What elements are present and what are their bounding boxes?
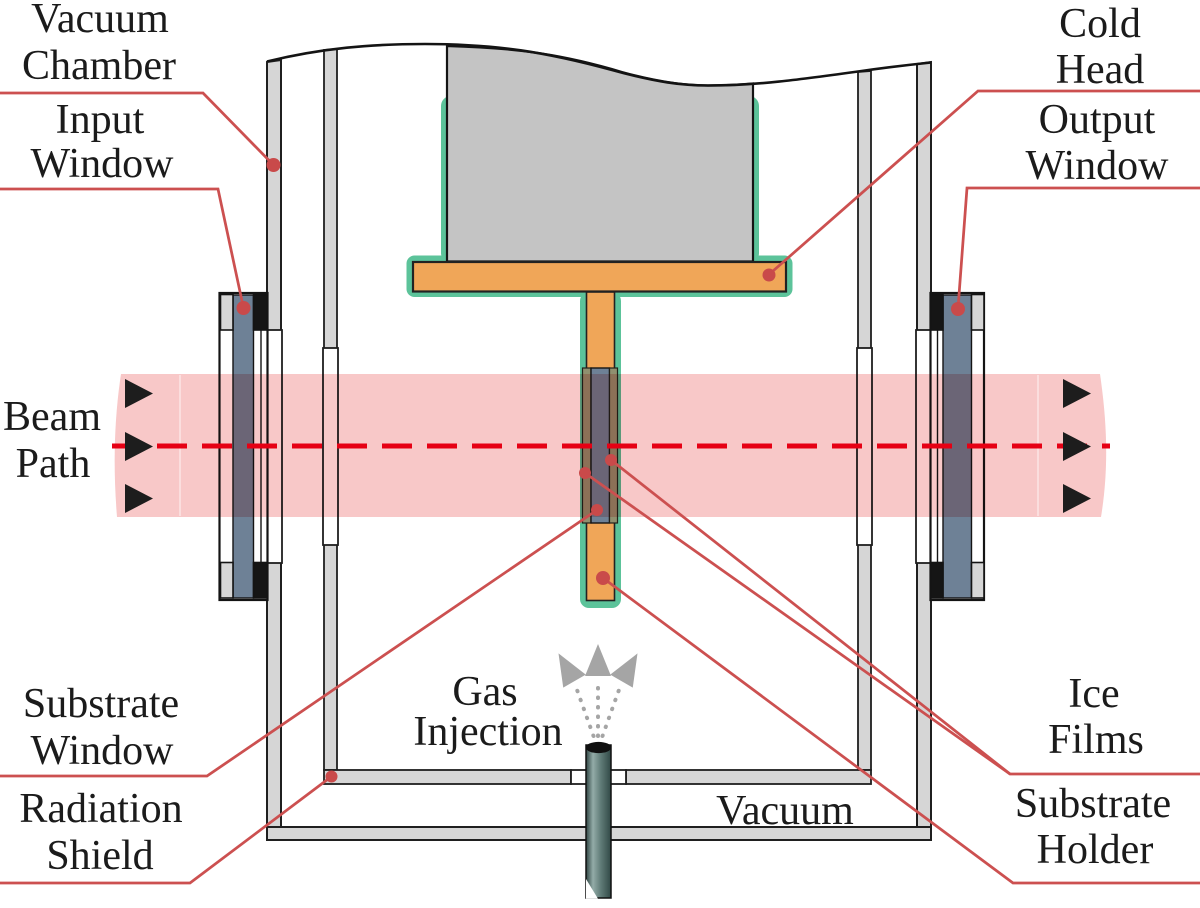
substrate-holder-leader xyxy=(602,576,1200,885)
cold-head-label-line2: Head xyxy=(1056,47,1145,93)
gas-injection-label-line2: Injection xyxy=(413,709,562,755)
gas-tube-body xyxy=(585,744,612,899)
ice-film-back-dot xyxy=(605,454,617,466)
chamber-top-break-line xyxy=(266,42,932,87)
gas-spray-line-right xyxy=(600,685,622,738)
substrate-holder-stem-upper xyxy=(585,291,616,373)
substrate-window-dot xyxy=(591,504,603,516)
output-window-label-line2: Window xyxy=(1026,143,1170,189)
gas-tube-nozzle-cap xyxy=(585,741,612,754)
vacuum-chamber-label-line1: Vacuum xyxy=(31,0,169,42)
beam-path-label-line2: Path xyxy=(16,441,91,487)
input-window-seal-bottom xyxy=(252,561,268,599)
output-window-dot xyxy=(951,302,965,316)
output-window-label-line1: Output xyxy=(1039,97,1156,143)
vacuum-chamber-dot xyxy=(266,158,281,172)
beam-arrows-left xyxy=(125,379,153,513)
output-window-seal-bottom xyxy=(930,561,944,599)
radiation-shield-label-line1: Radiation xyxy=(19,786,182,832)
input-window-label-line1: Input xyxy=(56,97,145,143)
substrate-holder-label-line1: Substrate xyxy=(1015,781,1171,827)
leader-lines xyxy=(0,89,1200,885)
ice-films-leader-2 xyxy=(584,471,1011,776)
gas-spray-line-left xyxy=(574,685,596,738)
input-window-pad-bottom-outer xyxy=(219,561,234,599)
output-window-seal-top xyxy=(930,293,944,331)
ice-films-label-line1: Ice xyxy=(1068,671,1119,717)
substrate-holder-stem-lower xyxy=(585,520,616,602)
substrate-window-label-line1: Substrate xyxy=(23,681,179,727)
radiation-shield-dot xyxy=(325,770,338,783)
input-window-pad-top-outer xyxy=(219,293,234,331)
output-window-leader xyxy=(956,186,1200,309)
gas-spray-arrow-right-icon xyxy=(610,653,638,688)
input-window-dot xyxy=(236,301,251,315)
cold-head-flange xyxy=(411,260,788,293)
output-window-pad-top-outer xyxy=(970,293,985,331)
gas-spray xyxy=(558,644,638,738)
cold-head-block xyxy=(445,44,755,263)
beam-arrow-icon xyxy=(125,379,153,408)
radiation-shield-label-line2: Shield xyxy=(46,833,153,879)
radiation-shield-bottom-left xyxy=(323,769,572,785)
beam-arrow-icon xyxy=(1063,379,1091,408)
gas-injection-label-line1: Gas xyxy=(452,669,517,715)
beam-arrow-icon xyxy=(125,432,153,461)
beam-arrow-icon xyxy=(125,484,153,513)
cold-head-leader xyxy=(768,89,1200,276)
input-window-seal-top xyxy=(252,293,268,331)
vacuum-chamber-leader xyxy=(0,91,275,166)
input-window-leader xyxy=(0,187,245,309)
substrate-holder-dot xyxy=(596,571,610,585)
vacuum-chamber-label-line2: Chamber xyxy=(22,43,176,89)
beam-arrow-icon xyxy=(1063,432,1091,461)
gas-spray-arrow-left-icon xyxy=(558,653,586,688)
beam-arrow-icon xyxy=(1063,484,1091,513)
gas-tube-bottom-notch xyxy=(586,879,598,899)
gas-injection-tube xyxy=(585,741,612,899)
cold-head-dot xyxy=(762,268,776,282)
cold-head-label-line1: Cold xyxy=(1059,1,1141,47)
substrate-holder-label-line2: Holder xyxy=(1037,827,1154,873)
beam-path-label-line1: Beam xyxy=(3,394,101,440)
radiation-shield-leader xyxy=(0,775,333,885)
substrate-window-leader xyxy=(0,508,598,778)
gas-spray-arrow-center-icon xyxy=(585,644,611,676)
ice-film-front-dot xyxy=(579,467,591,479)
ice-films-label-line2: Films xyxy=(1048,717,1144,763)
beam-arrows-right xyxy=(1063,379,1091,513)
substrate-window-label-line2: Window xyxy=(31,728,175,774)
output-window-pad-bottom-outer xyxy=(970,561,985,599)
radiation-shield-bottom-right xyxy=(625,769,872,785)
vacuum-region-label: Vacuum xyxy=(716,788,854,834)
input-window-label-line2: Window xyxy=(31,141,175,187)
